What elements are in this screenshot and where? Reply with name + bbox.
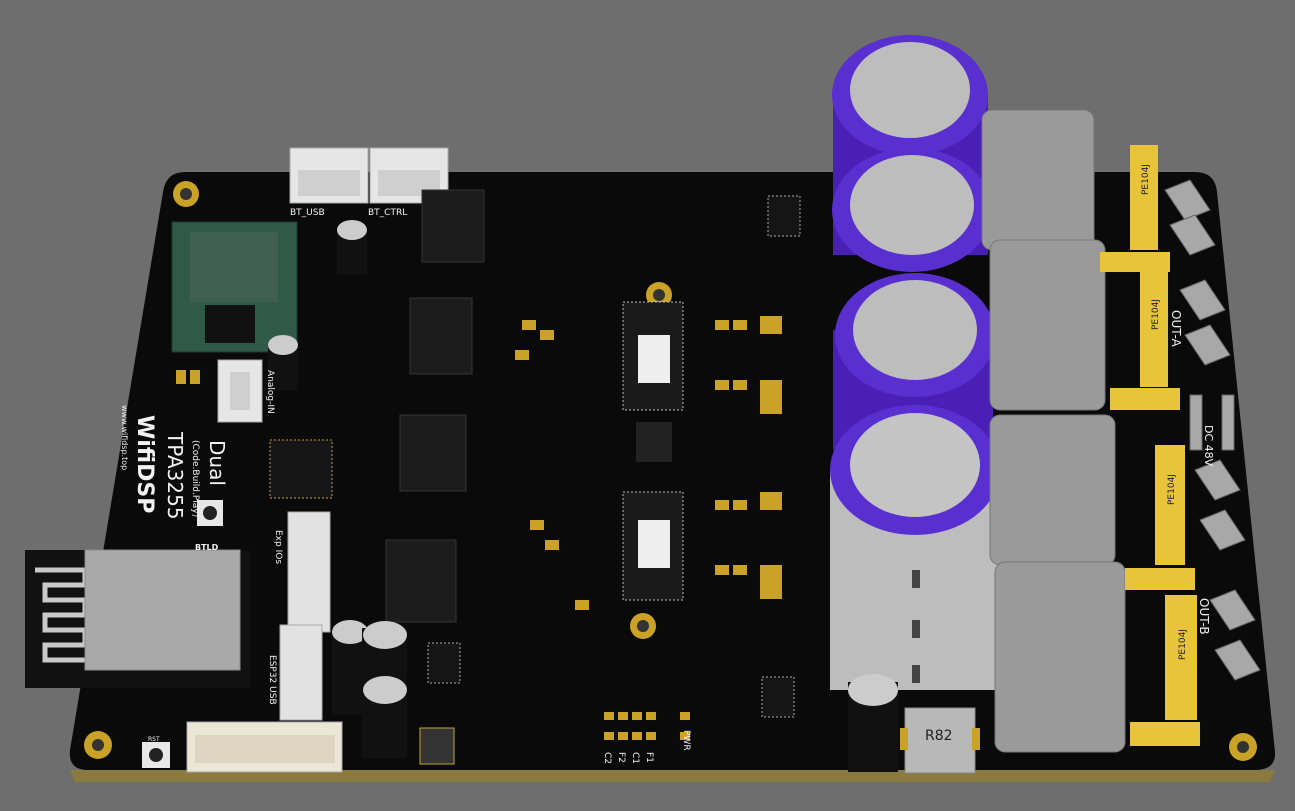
f2-label: F2 (616, 752, 626, 763)
film-cap-marking: PE104J (1167, 474, 1177, 505)
pwr-label: PWR (681, 730, 691, 751)
exp-ios-connector[interactable] (287, 511, 331, 633)
mounting-holes (84, 181, 1257, 761)
bottom-pin-header[interactable] (186, 721, 343, 773)
out-a-label: OUT-A (1169, 310, 1183, 348)
rst-button[interactable] (142, 742, 170, 768)
esp32-usb-label: ESP32 USB (267, 655, 277, 705)
dc-input-label: DC 48V (1202, 425, 1215, 467)
c2-label: C2 (602, 752, 612, 764)
out-b-label: OUT-B (1197, 598, 1211, 635)
bluetooth-module (171, 221, 298, 353)
bt-usb-label: BT_USB (290, 208, 325, 218)
small-capacitors (268, 220, 898, 772)
c1-label: C1 (630, 752, 640, 764)
output-inductors (981, 109, 1126, 753)
title-dual-label: Dual (205, 440, 229, 486)
ics (269, 195, 801, 718)
f1-label: F1 (644, 752, 654, 763)
film-cap-marking: PE104J (1141, 164, 1151, 195)
esp32-usb-connector[interactable] (279, 624, 323, 721)
bt-ctrl-label: BT_CTRL (368, 208, 407, 218)
wifidsp-logo: WifiDSP (132, 415, 157, 513)
r82-label: R82 (925, 728, 953, 744)
bulk-capacitors (830, 35, 1000, 690)
analog-in-label: Analog-IN (265, 370, 275, 414)
film-cap-marking: PE104J (1178, 629, 1188, 660)
rst-label: RST (148, 736, 160, 743)
tagline-label: (Code.Build.Play) (190, 440, 200, 517)
inductors (385, 189, 485, 623)
esp32-module (25, 549, 250, 688)
film-cap-marking: PE104J (1151, 299, 1161, 330)
exp-ios-label: Exp IOs (273, 530, 283, 564)
bt-usb-connector[interactable] (289, 147, 369, 204)
title-chip-label: TPA3255 (163, 431, 187, 520)
film-capacitors: PE104J PE104J PE104J PE104J (1100, 145, 1200, 746)
smd-pads (176, 316, 782, 740)
spade-terminals[interactable] (1164, 179, 1261, 681)
btld-label: BTLD (195, 543, 219, 552)
svg-text:WifiDSP: WifiDSP (132, 415, 157, 513)
website-label: www.wifidsp.top (120, 405, 129, 470)
btld-button[interactable] (197, 500, 223, 526)
analog-in-connector[interactable] (217, 359, 263, 423)
r82-inductor: R82 (900, 707, 980, 774)
